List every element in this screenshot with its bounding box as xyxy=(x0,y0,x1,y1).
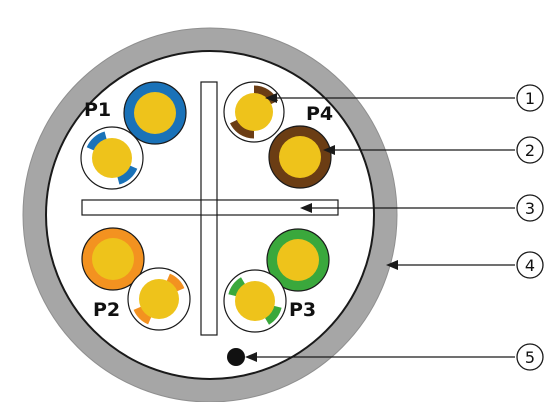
callout-number-2: 2 xyxy=(525,141,535,160)
callout-circle-1 xyxy=(516,84,544,112)
pair-label-p4: P4 xyxy=(306,103,333,125)
callout-number-5: 5 xyxy=(525,348,535,367)
p4-solid-wire xyxy=(268,125,332,189)
callout-3: 3 xyxy=(300,194,544,222)
callout-2: 2 xyxy=(323,136,544,164)
callout-circle-2 xyxy=(516,136,544,164)
p3-striped-wire xyxy=(223,269,287,333)
p3-solid-wire xyxy=(266,228,330,292)
callout-5: 5 xyxy=(245,343,544,371)
leader-arrow-3 xyxy=(300,203,312,213)
ripcord xyxy=(227,348,245,366)
pair-label-p2: P2 xyxy=(93,299,120,321)
callout-1: 1 xyxy=(265,84,544,112)
callout-circle-3 xyxy=(516,194,544,222)
p4-striped-wire xyxy=(223,81,285,143)
pair-p1: P1 xyxy=(80,81,187,190)
callout-number-4: 4 xyxy=(525,256,535,275)
p2-solid-wire xyxy=(81,227,145,291)
leader-arrow-5 xyxy=(245,352,257,362)
leader-arrow-4 xyxy=(386,260,398,270)
p1-solid-wire xyxy=(123,81,187,145)
p2-striped-wire xyxy=(127,267,191,331)
callout-circle-4 xyxy=(516,251,544,279)
callout-number-1: 1 xyxy=(525,89,535,108)
separator-vertical-center xyxy=(201,200,217,215)
p1-striped-wire xyxy=(80,126,144,190)
leader-arrow-2 xyxy=(323,145,335,155)
callout-number-3: 3 xyxy=(525,199,535,218)
pair-label-p1: P1 xyxy=(84,99,111,121)
callout-4: 4 xyxy=(386,251,544,279)
pair-p2: P2 xyxy=(81,227,191,331)
pair-p3: P3 xyxy=(223,228,330,333)
pair-label-p3: P3 xyxy=(289,299,316,321)
callout-circle-5 xyxy=(516,343,544,371)
leader-arrow-1 xyxy=(265,93,277,103)
